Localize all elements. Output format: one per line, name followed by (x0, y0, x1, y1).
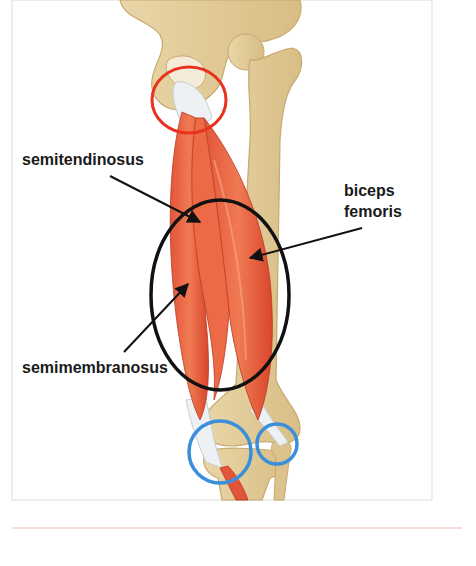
part-label: biceps femoris (344, 180, 424, 222)
insertion-circle (189, 421, 251, 483)
origin-circle (152, 67, 226, 133)
insertion-circle (257, 424, 297, 464)
biceps-femoris-muscle (204, 118, 272, 420)
leader-arrow (250, 228, 362, 258)
part-label: semitendinosus (22, 149, 192, 170)
part-label: semimembranosus (22, 357, 212, 378)
muscle-highlight (214, 160, 246, 360)
separator-line (12, 528, 462, 529)
leader-arrow (124, 284, 188, 352)
leader-arrow (110, 176, 200, 222)
fibula-bone (272, 439, 292, 500)
belly-ellipse (151, 200, 289, 390)
image-frame (12, 0, 432, 500)
